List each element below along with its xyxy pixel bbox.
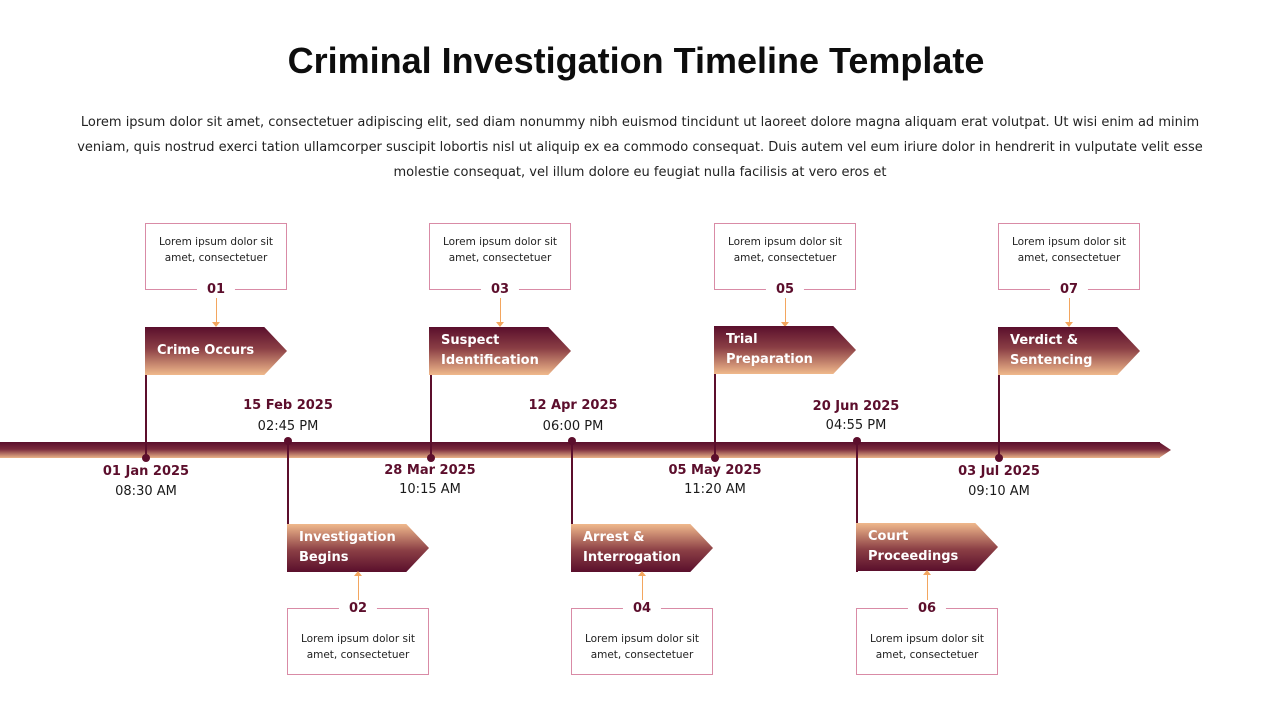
event-5-label: Trial Preparation	[726, 332, 813, 367]
event-7-description-box: Lorem ipsum dolor sit amet, consectetuer…	[998, 223, 1140, 297]
event-5-connector	[785, 298, 786, 322]
event-4-stem	[571, 442, 573, 572]
event-6-label: Court Proceedings	[868, 529, 959, 564]
event-1-time: 08:30 AM	[115, 484, 177, 499]
event-4-label: Arrest & Interrogation	[583, 530, 681, 565]
event-2-marker	[284, 437, 292, 445]
event-5-flag: Trial Preparation	[714, 326, 856, 374]
event-4-number: 04	[622, 601, 662, 616]
event-6-time: 04:55 PM	[825, 418, 887, 433]
event-1-date: 01 Jan 2025	[102, 464, 190, 479]
event-7-date: 03 Jul 2025	[958, 464, 1040, 479]
event-2-stem	[287, 442, 289, 572]
event-2-number: 02	[338, 601, 378, 616]
event-4-flag: Arrest & Interrogation	[571, 524, 713, 572]
event-3-time: 10:15 AM	[399, 482, 461, 497]
event-3-connector	[500, 298, 501, 322]
event-1-marker	[142, 454, 150, 462]
event-6-connector-arrow	[923, 570, 931, 575]
event-7-label: Verdict & Sentencing	[1010, 333, 1093, 368]
event-1-flag: Crime Occurs	[145, 327, 287, 375]
event-3-description: Lorem ipsum dolor sit amet, consectetuer	[442, 236, 558, 264]
event-1-connector-arrow	[212, 322, 220, 327]
event-6-description: Lorem ipsum dolor sit amet, consectetuer	[869, 633, 985, 661]
event-2-date: 15 Feb 2025	[243, 398, 333, 413]
event-1-description-box: Lorem ipsum dolor sit amet, consectetuer…	[145, 223, 287, 297]
event-5-stem	[714, 374, 716, 458]
event-5-description: Lorem ipsum dolor sit amet, consectetuer	[727, 236, 843, 264]
event-7-flag: Verdict & Sentencing	[998, 327, 1140, 375]
event-4-connector	[642, 576, 643, 600]
event-4-description-box: 04 Lorem ipsum dolor sit amet, consectet…	[571, 601, 713, 675]
event-6-connector	[927, 575, 928, 600]
event-5-marker	[711, 454, 719, 462]
event-3-number: 03	[480, 282, 520, 297]
event-7-stem	[998, 374, 1000, 458]
event-1-connector	[216, 298, 217, 322]
event-2-connector-arrow	[354, 571, 362, 576]
event-5-time: 11:20 AM	[684, 482, 746, 497]
event-5-connector-arrow	[781, 322, 789, 327]
event-7-marker	[995, 454, 1003, 462]
event-2-description: Lorem ipsum dolor sit amet, consectetuer	[300, 633, 416, 661]
event-3-date: 28 Mar 2025	[384, 463, 476, 478]
event-7-number: 07	[1049, 282, 1089, 297]
event-2-label: Investigation Begins	[299, 530, 396, 565]
event-2-description-box: 02 Lorem ipsum dolor sit amet, consectet…	[287, 601, 429, 675]
timeline-axis-arrowhead	[1159, 442, 1171, 458]
event-6-marker	[853, 437, 861, 445]
event-3-stem	[430, 374, 432, 458]
event-7-time: 09:10 AM	[968, 484, 1030, 499]
event-4-time: 06:00 PM	[542, 419, 604, 434]
event-6-stem	[856, 442, 858, 572]
event-5-description-box: Lorem ipsum dolor sit amet, consectetuer…	[714, 223, 856, 297]
event-3-label: Suspect Identification	[441, 333, 539, 368]
event-3-connector-arrow	[496, 322, 504, 327]
timeline-axis	[0, 442, 1160, 458]
event-7-connector	[1069, 298, 1070, 322]
event-1-description: Lorem ipsum dolor sit amet, consectetuer	[158, 236, 274, 264]
event-3-description-box: Lorem ipsum dolor sit amet, consectetuer…	[429, 223, 571, 297]
event-1-number: 01	[196, 282, 236, 297]
page-description: Lorem ipsum dolor sit amet, consectetuer…	[77, 115, 1203, 180]
event-1-label: Crime Occurs	[157, 343, 255, 358]
event-7-description: Lorem ipsum dolor sit amet, consectetuer	[1011, 236, 1127, 264]
event-6-date: 20 Jun 2025	[812, 399, 900, 414]
event-4-date: 12 Apr 2025	[528, 398, 618, 413]
event-2-time: 02:45 PM	[257, 419, 319, 434]
event-6-number: 06	[907, 601, 947, 616]
event-3-marker	[427, 454, 435, 462]
event-1-stem	[145, 374, 147, 458]
event-4-connector-arrow	[638, 571, 646, 576]
event-5-date: 05 May 2025	[668, 463, 762, 478]
event-6-description-box: 06 Lorem ipsum dolor sit amet, consectet…	[856, 601, 998, 675]
page-title: Criminal Investigation Timeline Template	[287, 40, 985, 81]
event-2-flag: Investigation Begins	[287, 524, 429, 572]
event-3-flag: Suspect Identification	[429, 327, 571, 375]
event-6-flag: Court Proceedings	[856, 523, 998, 571]
event-2-connector	[358, 576, 359, 600]
event-4-marker	[568, 437, 576, 445]
event-5-number: 05	[765, 282, 805, 297]
event-7-connector-arrow	[1065, 322, 1073, 327]
event-4-description: Lorem ipsum dolor sit amet, consectetuer	[584, 633, 700, 661]
